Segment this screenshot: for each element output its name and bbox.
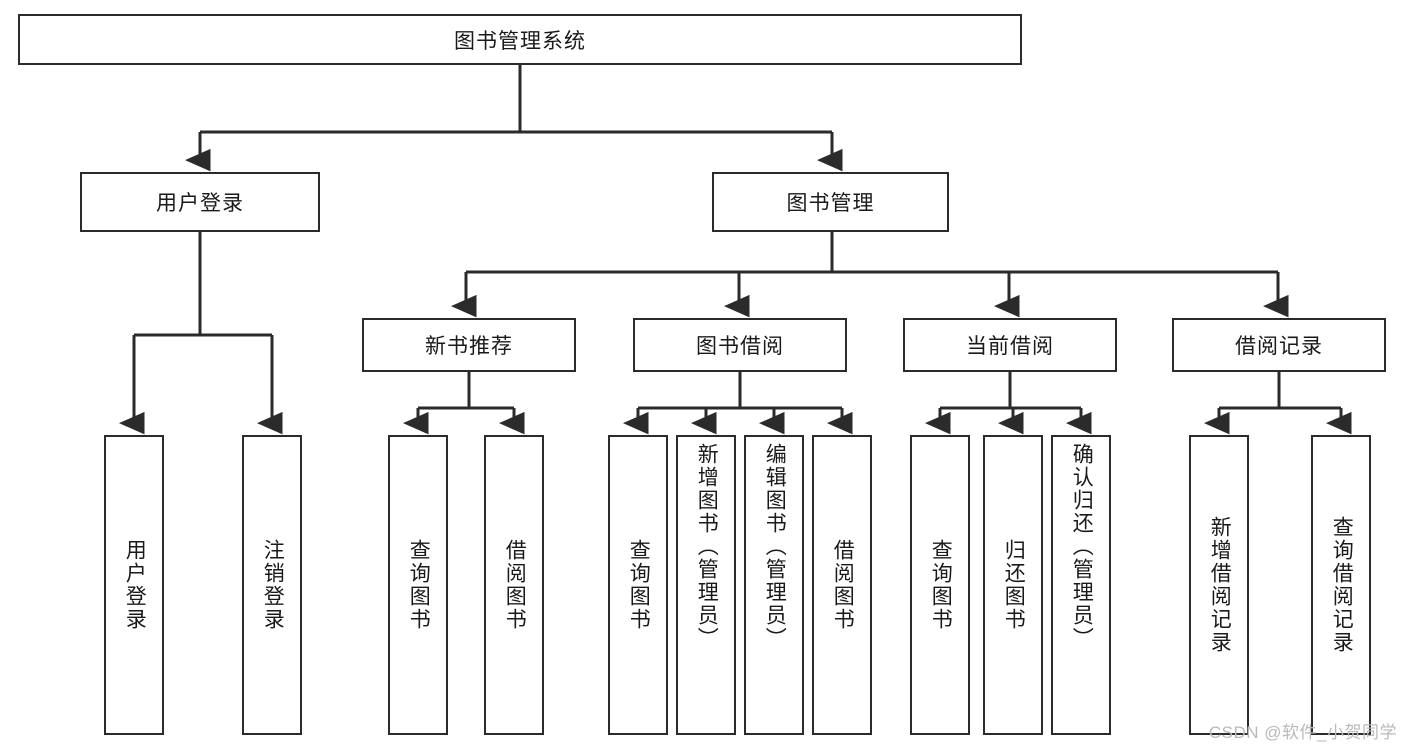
leaf-edit-book-label: 编辑图书（管理员） — [763, 443, 787, 650]
node-new-book-rec[interactable]: 新书推荐 — [362, 318, 576, 372]
node-user-login-label: 用户登录 — [156, 192, 244, 215]
leaf-borrow-book-rec[interactable]: 借阅图书 — [484, 435, 544, 735]
node-current-borrow[interactable]: 当前借阅 — [903, 318, 1117, 372]
leaf-user-logout-label: 注销登录 — [261, 539, 285, 631]
leaf-query-book-rec-label: 查询图书 — [407, 539, 431, 631]
leaf-query-book-rec[interactable]: 查询图书 — [388, 435, 448, 735]
node-root[interactable]: 图书管理系统 — [18, 14, 1022, 65]
leaf-confirm-return[interactable]: 确认归还（管理员） — [1051, 435, 1111, 735]
node-book-manage-label: 图书管理 — [786, 192, 875, 215]
node-book-manage[interactable]: 图书管理 — [712, 172, 949, 232]
leaf-add-book-label: 新增图书（管理员） — [695, 443, 719, 650]
node-book-borrow-label: 图书借阅 — [696, 335, 784, 358]
leaf-return-book[interactable]: 归还图书 — [983, 435, 1043, 735]
leaf-query-record-label: 查询借阅记录 — [1330, 516, 1354, 654]
new-book-rec-links — [403, 372, 525, 435]
leaf-add-record-label: 新增借阅记录 — [1208, 516, 1232, 654]
leaf-borrow-book-bor[interactable]: 借阅图书 — [812, 435, 872, 735]
leaf-edit-book[interactable]: 编辑图书（管理员） — [744, 435, 804, 735]
node-user-login[interactable]: 用户登录 — [80, 172, 320, 232]
leaf-add-record[interactable]: 新增借阅记录 — [1189, 435, 1249, 735]
leaf-add-book[interactable]: 新增图书（管理员） — [676, 435, 736, 735]
node-borrow-record-label: 借阅记录 — [1235, 335, 1323, 358]
leaf-user-login-label: 用户登录 — [123, 539, 147, 631]
node-current-borrow-label: 当前借阅 — [966, 335, 1054, 358]
leaf-query-book-bor[interactable]: 查询图书 — [608, 435, 668, 735]
leaf-query-book-cur-label: 查询图书 — [929, 539, 953, 631]
csdn-watermark: CSDN @软件_小贺同学 — [1208, 723, 1397, 742]
current-borrow-links — [925, 372, 1092, 435]
leaf-borrow-book-bor-label: 借阅图书 — [831, 539, 855, 631]
leaf-borrow-book-rec-label: 借阅图书 — [503, 539, 527, 631]
leaf-confirm-return-label: 确认归还（管理员） — [1070, 443, 1094, 650]
node-root-label: 图书管理系统 — [454, 29, 586, 53]
node-book-borrow[interactable]: 图书借阅 — [633, 318, 847, 372]
leaf-query-book-cur[interactable]: 查询图书 — [910, 435, 970, 735]
leaf-user-login[interactable]: 用户登录 — [104, 435, 164, 735]
user-login-links — [119, 232, 283, 435]
node-borrow-record[interactable]: 借阅记录 — [1172, 318, 1386, 372]
leaf-return-book-label: 归还图书 — [1002, 539, 1026, 631]
leaf-query-record[interactable]: 查询借阅记录 — [1311, 435, 1371, 735]
borrow-record-links — [1204, 372, 1352, 435]
book-manage-links — [451, 232, 1289, 318]
root-to-level2-links — [185, 65, 843, 172]
book-borrow-links — [623, 372, 853, 435]
leaf-user-logout[interactable]: 注销登录 — [242, 435, 302, 735]
node-new-book-rec-label: 新书推荐 — [425, 335, 513, 358]
leaf-query-book-bor-label: 查询图书 — [627, 539, 651, 631]
